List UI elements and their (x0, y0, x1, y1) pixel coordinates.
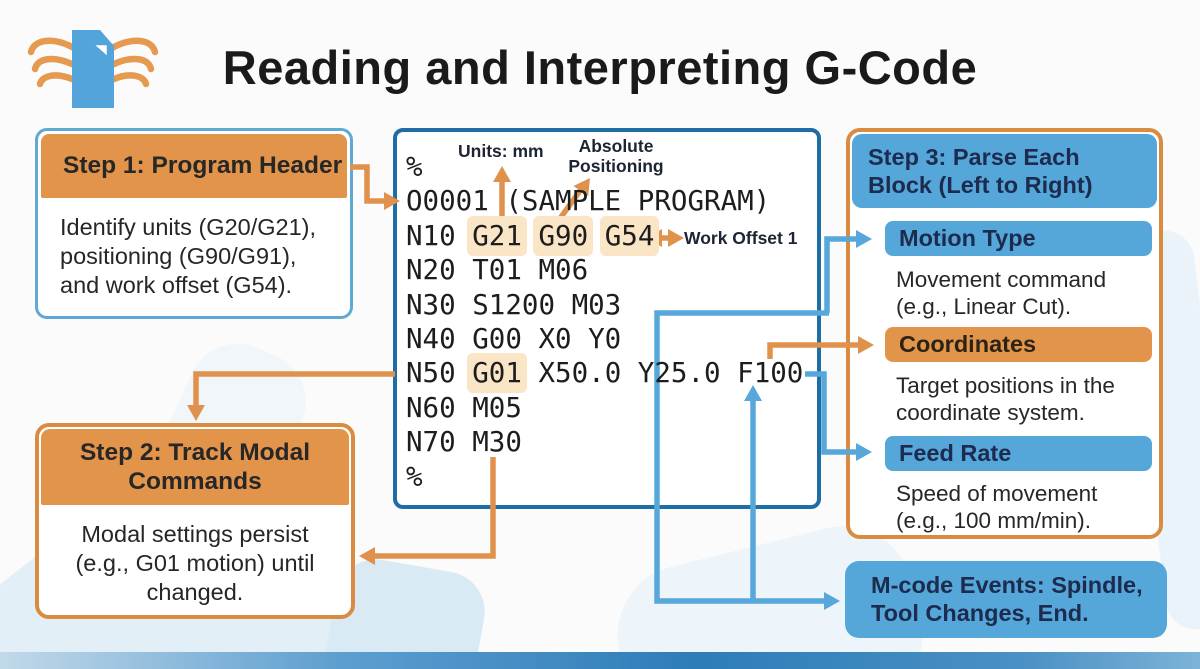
step1-box: Step 1: Program Header Identify units (G… (35, 128, 353, 319)
step3-box: Step 3: Parse Each Block (Left to Right)… (846, 128, 1163, 539)
coordinates-label: Coordinates (885, 327, 1152, 362)
step2-box: Step 2: Track Modal Commands Modal setti… (35, 423, 355, 619)
feed-rate-label: Feed Rate (885, 436, 1152, 471)
code-line: N60 M05 (406, 391, 522, 424)
wings-icon (27, 37, 159, 88)
step2-body: Modal settings persist (e.g., G01 motion… (75, 521, 315, 605)
motion-type-desc: Movement command (e.g., Linear Cut). (896, 267, 1107, 319)
code-line: N50 G01 X50.0 Y25.0 F100 (406, 353, 803, 394)
units-annotation: Units: mm (458, 141, 544, 161)
highlighted-gcode-token: G54 (599, 215, 660, 256)
highlighted-gcode-token: G90 (533, 215, 594, 256)
winged-document-logo (27, 30, 159, 108)
code-line: O0001 (SAMPLE PROGRAM) (406, 185, 771, 218)
document-icon (72, 30, 114, 108)
highlighted-gcode-token: G21 (467, 215, 527, 256)
mcode-events-box: M-code Events: Spindle, Tool Changes, En… (845, 561, 1167, 638)
work-offset-annotation: Work Offset 1 (684, 228, 798, 248)
code-line: N30 S1200 M03 (406, 288, 622, 321)
code-line: % (406, 151, 423, 183)
code-line: N40 G00 X0 Y0 (406, 322, 622, 355)
code-line: % (406, 460, 423, 493)
bottom-accent-bar (0, 652, 1200, 669)
page-title: Reading and Interpreting G-Code (222, 41, 978, 94)
step2-header: Step 2: Track Modal Commands (41, 429, 349, 505)
step3-header: Step 3: Parse Each Block (Left to Right) (852, 134, 1157, 208)
highlighted-gcode-token: G01 (467, 353, 527, 394)
absolute-positioning-annotation: Absolute Positioning (568, 136, 664, 176)
step1-body: Identify units (G20/G21), positioning (G… (60, 214, 317, 298)
code-line: N20 T01 M06 (406, 254, 589, 287)
coordinates-desc: Target positions in the coordinate syste… (896, 373, 1115, 425)
motion-type-label: Motion Type (885, 221, 1152, 256)
step1-header: Step 1: Program Header (41, 134, 347, 198)
feed-rate-desc: Speed of movement (e.g., 100 mm/min). (896, 481, 1098, 533)
code-line: N70 M30 (406, 426, 522, 459)
